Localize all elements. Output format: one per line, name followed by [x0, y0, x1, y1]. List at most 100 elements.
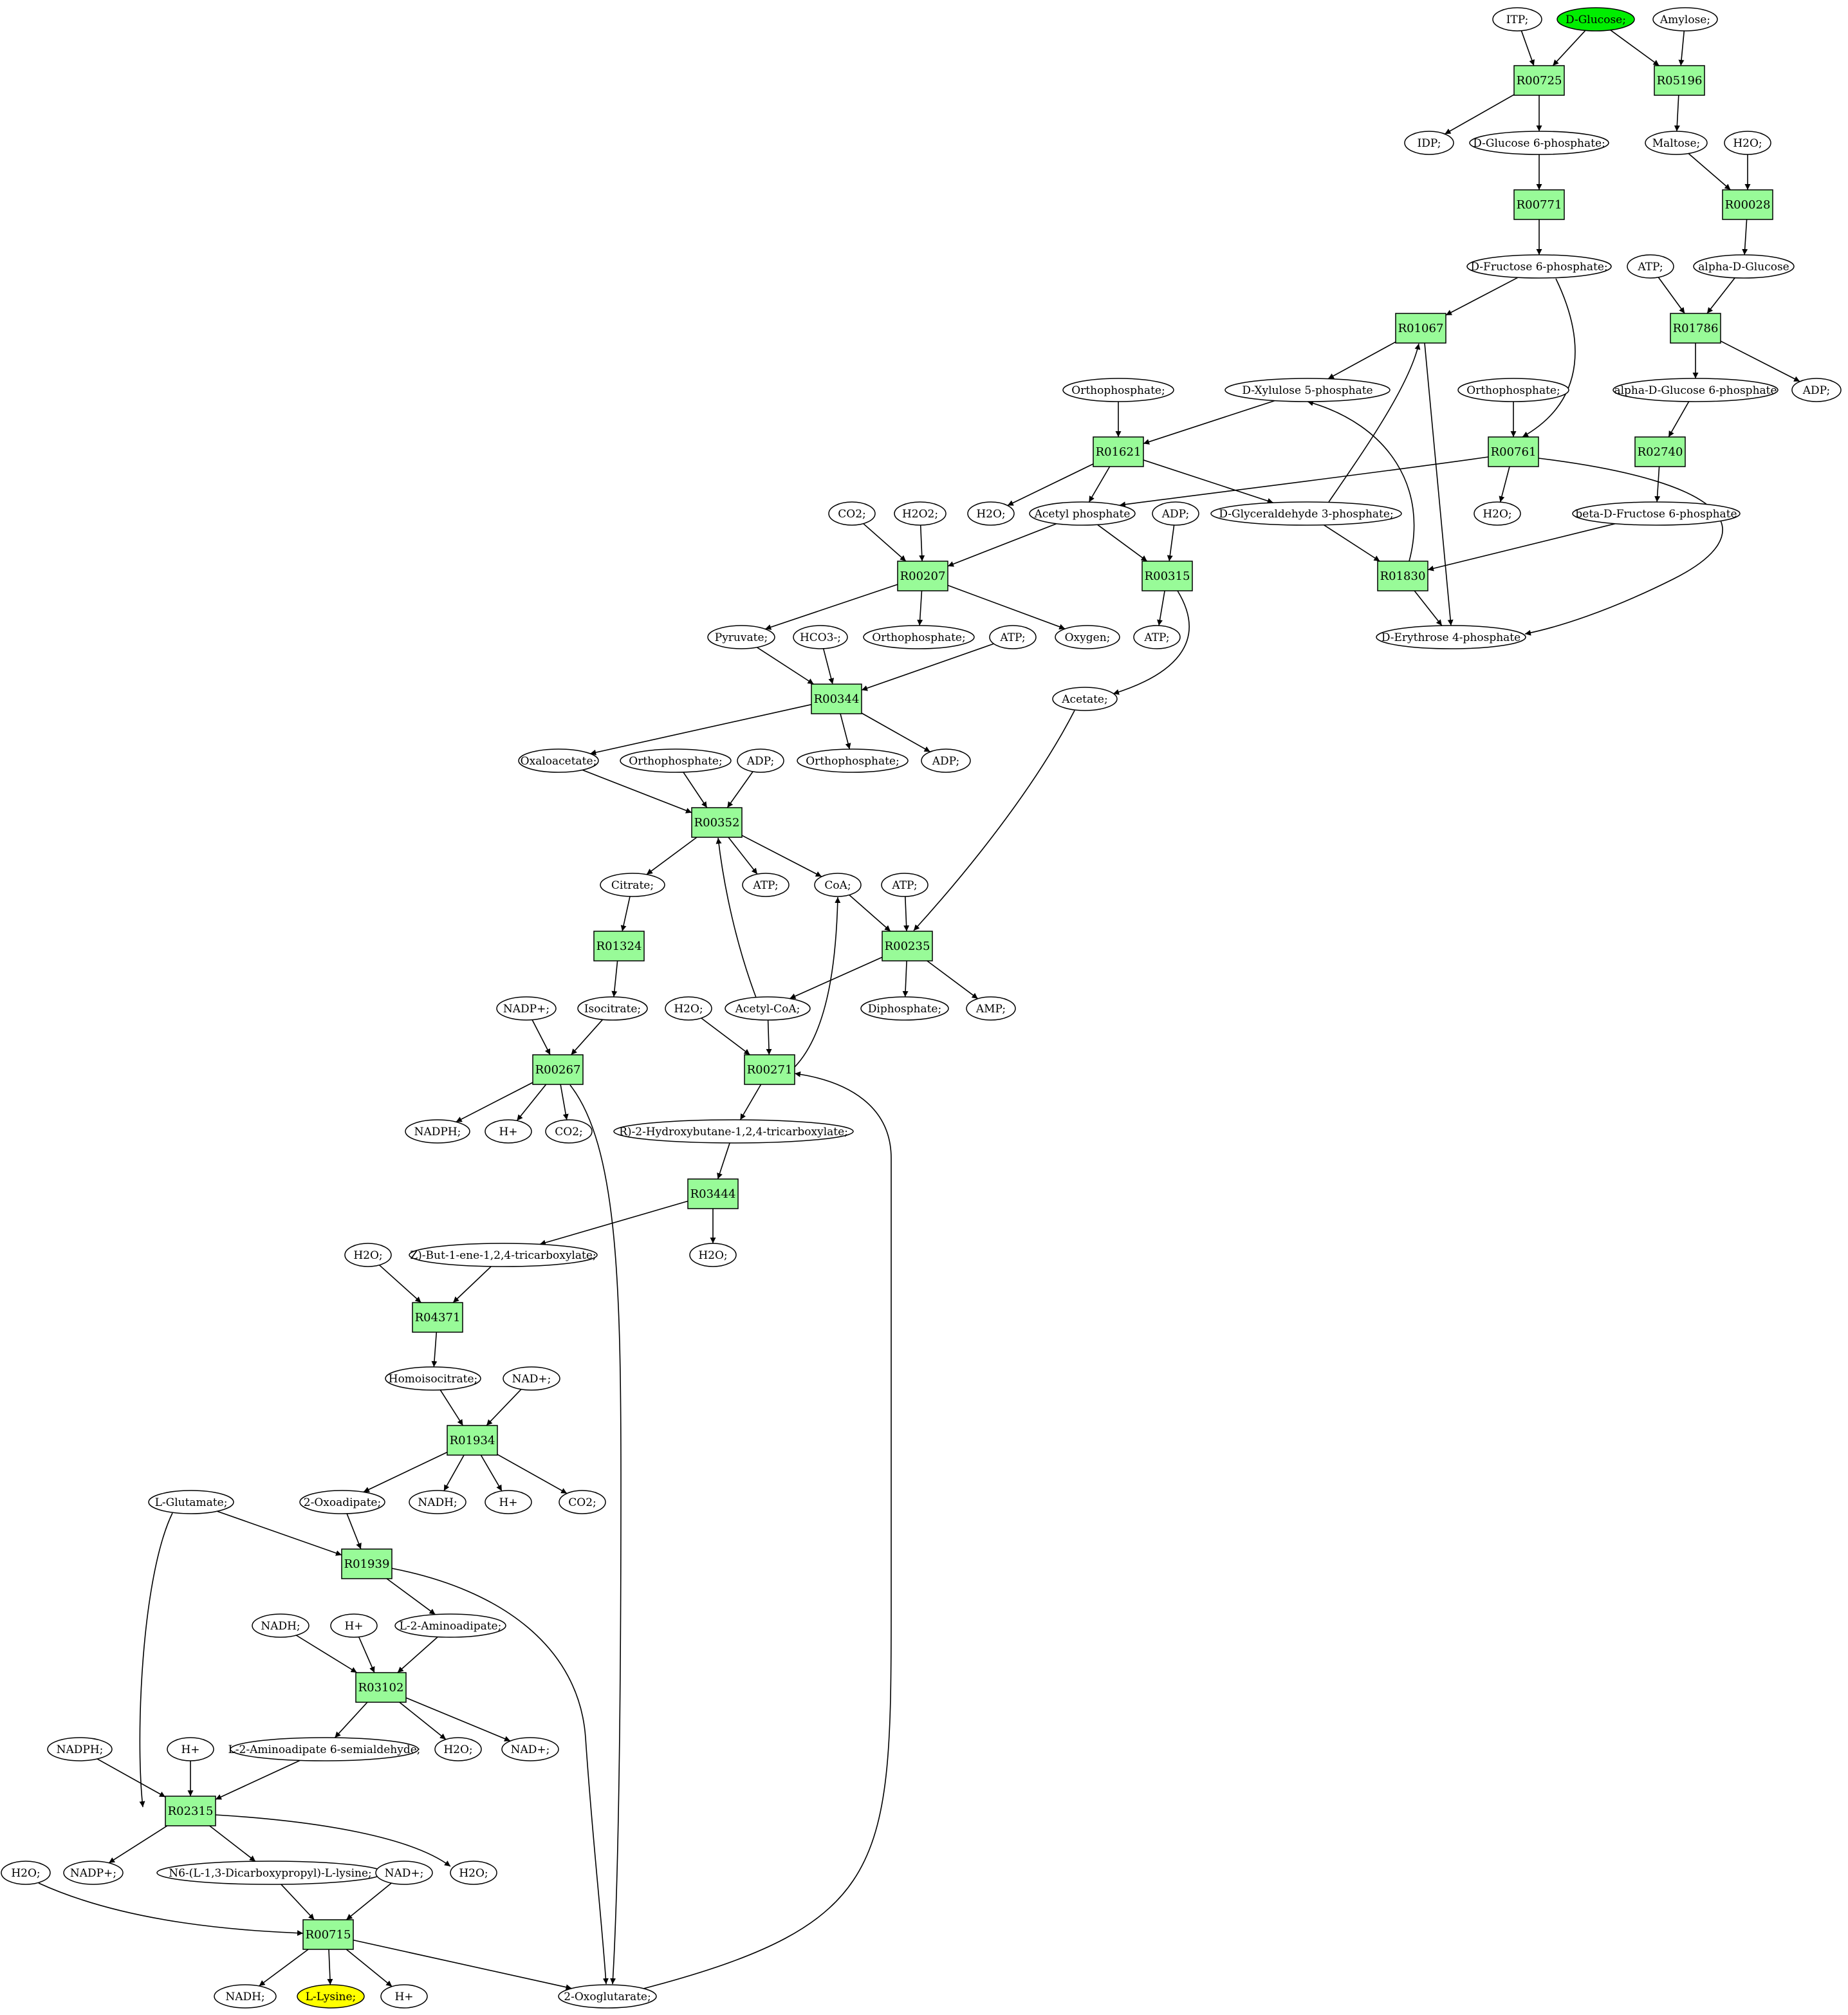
- metabolite-node[interactable]: D-Glucose 6-phosphate;: [1469, 131, 1609, 155]
- reaction-node[interactable]: R03444: [687, 1178, 739, 1209]
- metabolite-node[interactable]: ADP;: [1152, 501, 1199, 526]
- metabolite-node[interactable]: D-Fructose 6-phosphate;: [1466, 254, 1612, 279]
- metabolite-node[interactable]: 2-Oxoglutarate;: [558, 1984, 657, 2009]
- metabolite-node[interactable]: NAD+;: [501, 1737, 559, 1761]
- metabolite-node[interactable]: CO2;: [828, 501, 876, 526]
- reaction-node[interactable]: R01621: [1093, 436, 1144, 467]
- metabolite-node[interactable]: CO2;: [545, 1119, 593, 1144]
- metabolite-node[interactable]: ADP;: [737, 748, 784, 773]
- reaction-node[interactable]: R01934: [447, 1425, 498, 1456]
- metabolite-node[interactable]: H2O;: [665, 996, 712, 1021]
- metabolite-node[interactable]: beta-D-Fructose 6-phosphate: [1572, 501, 1741, 526]
- metabolite-node[interactable]: H+: [485, 1119, 532, 1144]
- metabolite-node[interactable]: ATP;: [742, 873, 790, 897]
- metabolite-node[interactable]: CoA;: [814, 873, 862, 897]
- metabolite-node[interactable]: D-Erythrose 4-phosphate: [1376, 625, 1526, 649]
- metabolite-node[interactable]: ATP;: [989, 625, 1037, 649]
- metabolite-node[interactable]: Acetyl-CoA;: [725, 996, 811, 1021]
- metabolite-node[interactable]: Orthophosphate;: [863, 625, 975, 649]
- reaction-node[interactable]: R00207: [897, 561, 948, 591]
- metabolite-node[interactable]: ITP;: [1492, 7, 1542, 32]
- metabolite-node[interactable]: H+: [485, 1490, 532, 1514]
- metabolite-node[interactable]: L-Glutamate;: [148, 1490, 234, 1514]
- metabolite-node[interactable]: NADP+;: [496, 996, 557, 1021]
- metabolite-node[interactable]: Oxaloacetate;: [518, 748, 599, 773]
- reaction-node[interactable]: R02315: [165, 1796, 216, 1826]
- metabolite-node[interactable]: H+: [167, 1737, 214, 1761]
- metabolite-node[interactable]: alpha-D-Glucose 6-phosphate: [1612, 378, 1779, 402]
- metabolite-node[interactable]: NADPH;: [47, 1737, 113, 1761]
- metabolite-node[interactable]: H2O;: [434, 1737, 482, 1761]
- metabolite-node[interactable]: ATP;: [1133, 625, 1181, 649]
- metabolite-node[interactable]: H+: [380, 1984, 428, 2009]
- metabolite-node[interactable]: NADP+;: [63, 1861, 124, 1885]
- reaction-node[interactable]: R01067: [1395, 313, 1446, 344]
- metabolite-node[interactable]: NAD+;: [503, 1366, 560, 1391]
- metabolite-node[interactable]: H2O;: [1724, 131, 1771, 155]
- reaction-node[interactable]: R02740: [1634, 436, 1686, 467]
- metabolite-node[interactable]: N6-(L-1,3-Dicarboxypropyl)-L-lysine;: [156, 1861, 384, 1885]
- metabolite-node[interactable]: H2O;: [450, 1861, 497, 1885]
- reaction-node[interactable]: R00315: [1141, 561, 1193, 591]
- metabolite-node[interactable]: Homoisocitrate;: [385, 1366, 481, 1391]
- metabolite-node[interactable]: L-2-Aminoadipate;: [394, 1613, 506, 1638]
- reaction-node[interactable]: R01830: [1377, 561, 1428, 591]
- reaction-node[interactable]: R00235: [882, 931, 933, 961]
- metabolite-node[interactable]: Oxygen;: [1055, 625, 1120, 649]
- reaction-node[interactable]: R00267: [532, 1054, 584, 1085]
- metabolite-node[interactable]: R)-2-Hydroxybutane-1,2,4-tricarboxylate;: [613, 1119, 854, 1144]
- metabolite-node[interactable]: Orthophosphate;: [797, 748, 909, 773]
- reaction-node[interactable]: R03102: [355, 1672, 407, 1703]
- metabolite-node[interactable]: 2-Oxoadipate;: [299, 1490, 385, 1514]
- metabolite-node[interactable]: CO2;: [559, 1490, 606, 1514]
- metabolite-node[interactable]: H2O;: [1, 1861, 51, 1885]
- reaction-node[interactable]: R05196: [1654, 65, 1705, 96]
- reaction-node[interactable]: R00771: [1513, 189, 1565, 220]
- metabolite-node[interactable]: Amylose;: [1652, 7, 1718, 32]
- metabolite-node[interactable]: HCO3-;: [793, 625, 848, 649]
- metabolite-node[interactable]: Acetate;: [1052, 687, 1118, 711]
- metabolite-node[interactable]: H2O;: [344, 1243, 392, 1267]
- reaction-node[interactable]: R01939: [341, 1548, 393, 1579]
- metabolite-node[interactable]: Citrate;: [600, 873, 665, 897]
- metabolite-node[interactable]: ATP;: [881, 873, 929, 897]
- metabolite-node[interactable]: ADP;: [921, 748, 971, 773]
- metabolite-node[interactable]: NADH;: [214, 1984, 277, 2009]
- metabolite-node[interactable]: D-Xylulose 5-phosphate: [1224, 378, 1391, 402]
- metabolite-node[interactable]: NADH;: [409, 1490, 467, 1514]
- reaction-node[interactable]: R01786: [1670, 313, 1721, 344]
- reaction-node[interactable]: R00725: [1513, 65, 1565, 96]
- reaction-node[interactable]: R00761: [1488, 436, 1539, 467]
- metabolite-node[interactable]: D-Glucose;: [1557, 7, 1635, 32]
- metabolite-node[interactable]: NADPH;: [405, 1119, 470, 1144]
- metabolite-node[interactable]: L-2-Aminoadipate 6-semialdehyde;: [228, 1737, 421, 1761]
- metabolite-node[interactable]: H2O;: [689, 1243, 737, 1267]
- metabolite-node[interactable]: IDP;: [1404, 131, 1454, 155]
- metabolite-node[interactable]: Orthophosphate;: [1457, 378, 1569, 402]
- metabolite-node[interactable]: D-Glyceraldehyde 3-phosphate;: [1210, 501, 1402, 526]
- metabolite-node[interactable]: ATP;: [1627, 254, 1674, 279]
- metabolite-node[interactable]: Acetyl phosphate: [1029, 501, 1136, 526]
- metabolite-node[interactable]: Z)-But-1-ene-1,2,4-tricarboxylate;: [409, 1243, 598, 1267]
- metabolite-node[interactable]: Orthophosphate;: [620, 748, 732, 773]
- reaction-node[interactable]: R00715: [302, 1919, 354, 1950]
- reaction-node[interactable]: R00352: [691, 807, 743, 838]
- metabolite-node[interactable]: NADH;: [252, 1613, 310, 1638]
- metabolite-node[interactable]: alpha-D-Glucose: [1693, 254, 1795, 279]
- metabolite-node[interactable]: H2O;: [1474, 501, 1521, 526]
- metabolite-node[interactable]: L-Lysine;: [297, 1984, 365, 2009]
- metabolite-node[interactable]: H2O;: [967, 501, 1015, 526]
- metabolite-node[interactable]: H+: [330, 1613, 378, 1638]
- metabolite-node[interactable]: ADP;: [1791, 378, 1842, 402]
- reaction-node[interactable]: R01324: [593, 931, 645, 961]
- metabolite-node[interactable]: Pyruvate;: [707, 625, 775, 649]
- metabolite-node[interactable]: Maltose;: [1645, 131, 1708, 155]
- reaction-node[interactable]: R00028: [1722, 189, 1773, 220]
- metabolite-node[interactable]: Isocitrate;: [577, 996, 648, 1021]
- reaction-node[interactable]: R00344: [811, 683, 862, 714]
- reaction-node[interactable]: R04371: [412, 1302, 463, 1333]
- metabolite-node[interactable]: Diphosphate;: [860, 996, 949, 1021]
- metabolite-node[interactable]: AMP;: [966, 996, 1016, 1021]
- reaction-node[interactable]: R00271: [744, 1054, 795, 1085]
- metabolite-node[interactable]: NAD+;: [375, 1861, 433, 1885]
